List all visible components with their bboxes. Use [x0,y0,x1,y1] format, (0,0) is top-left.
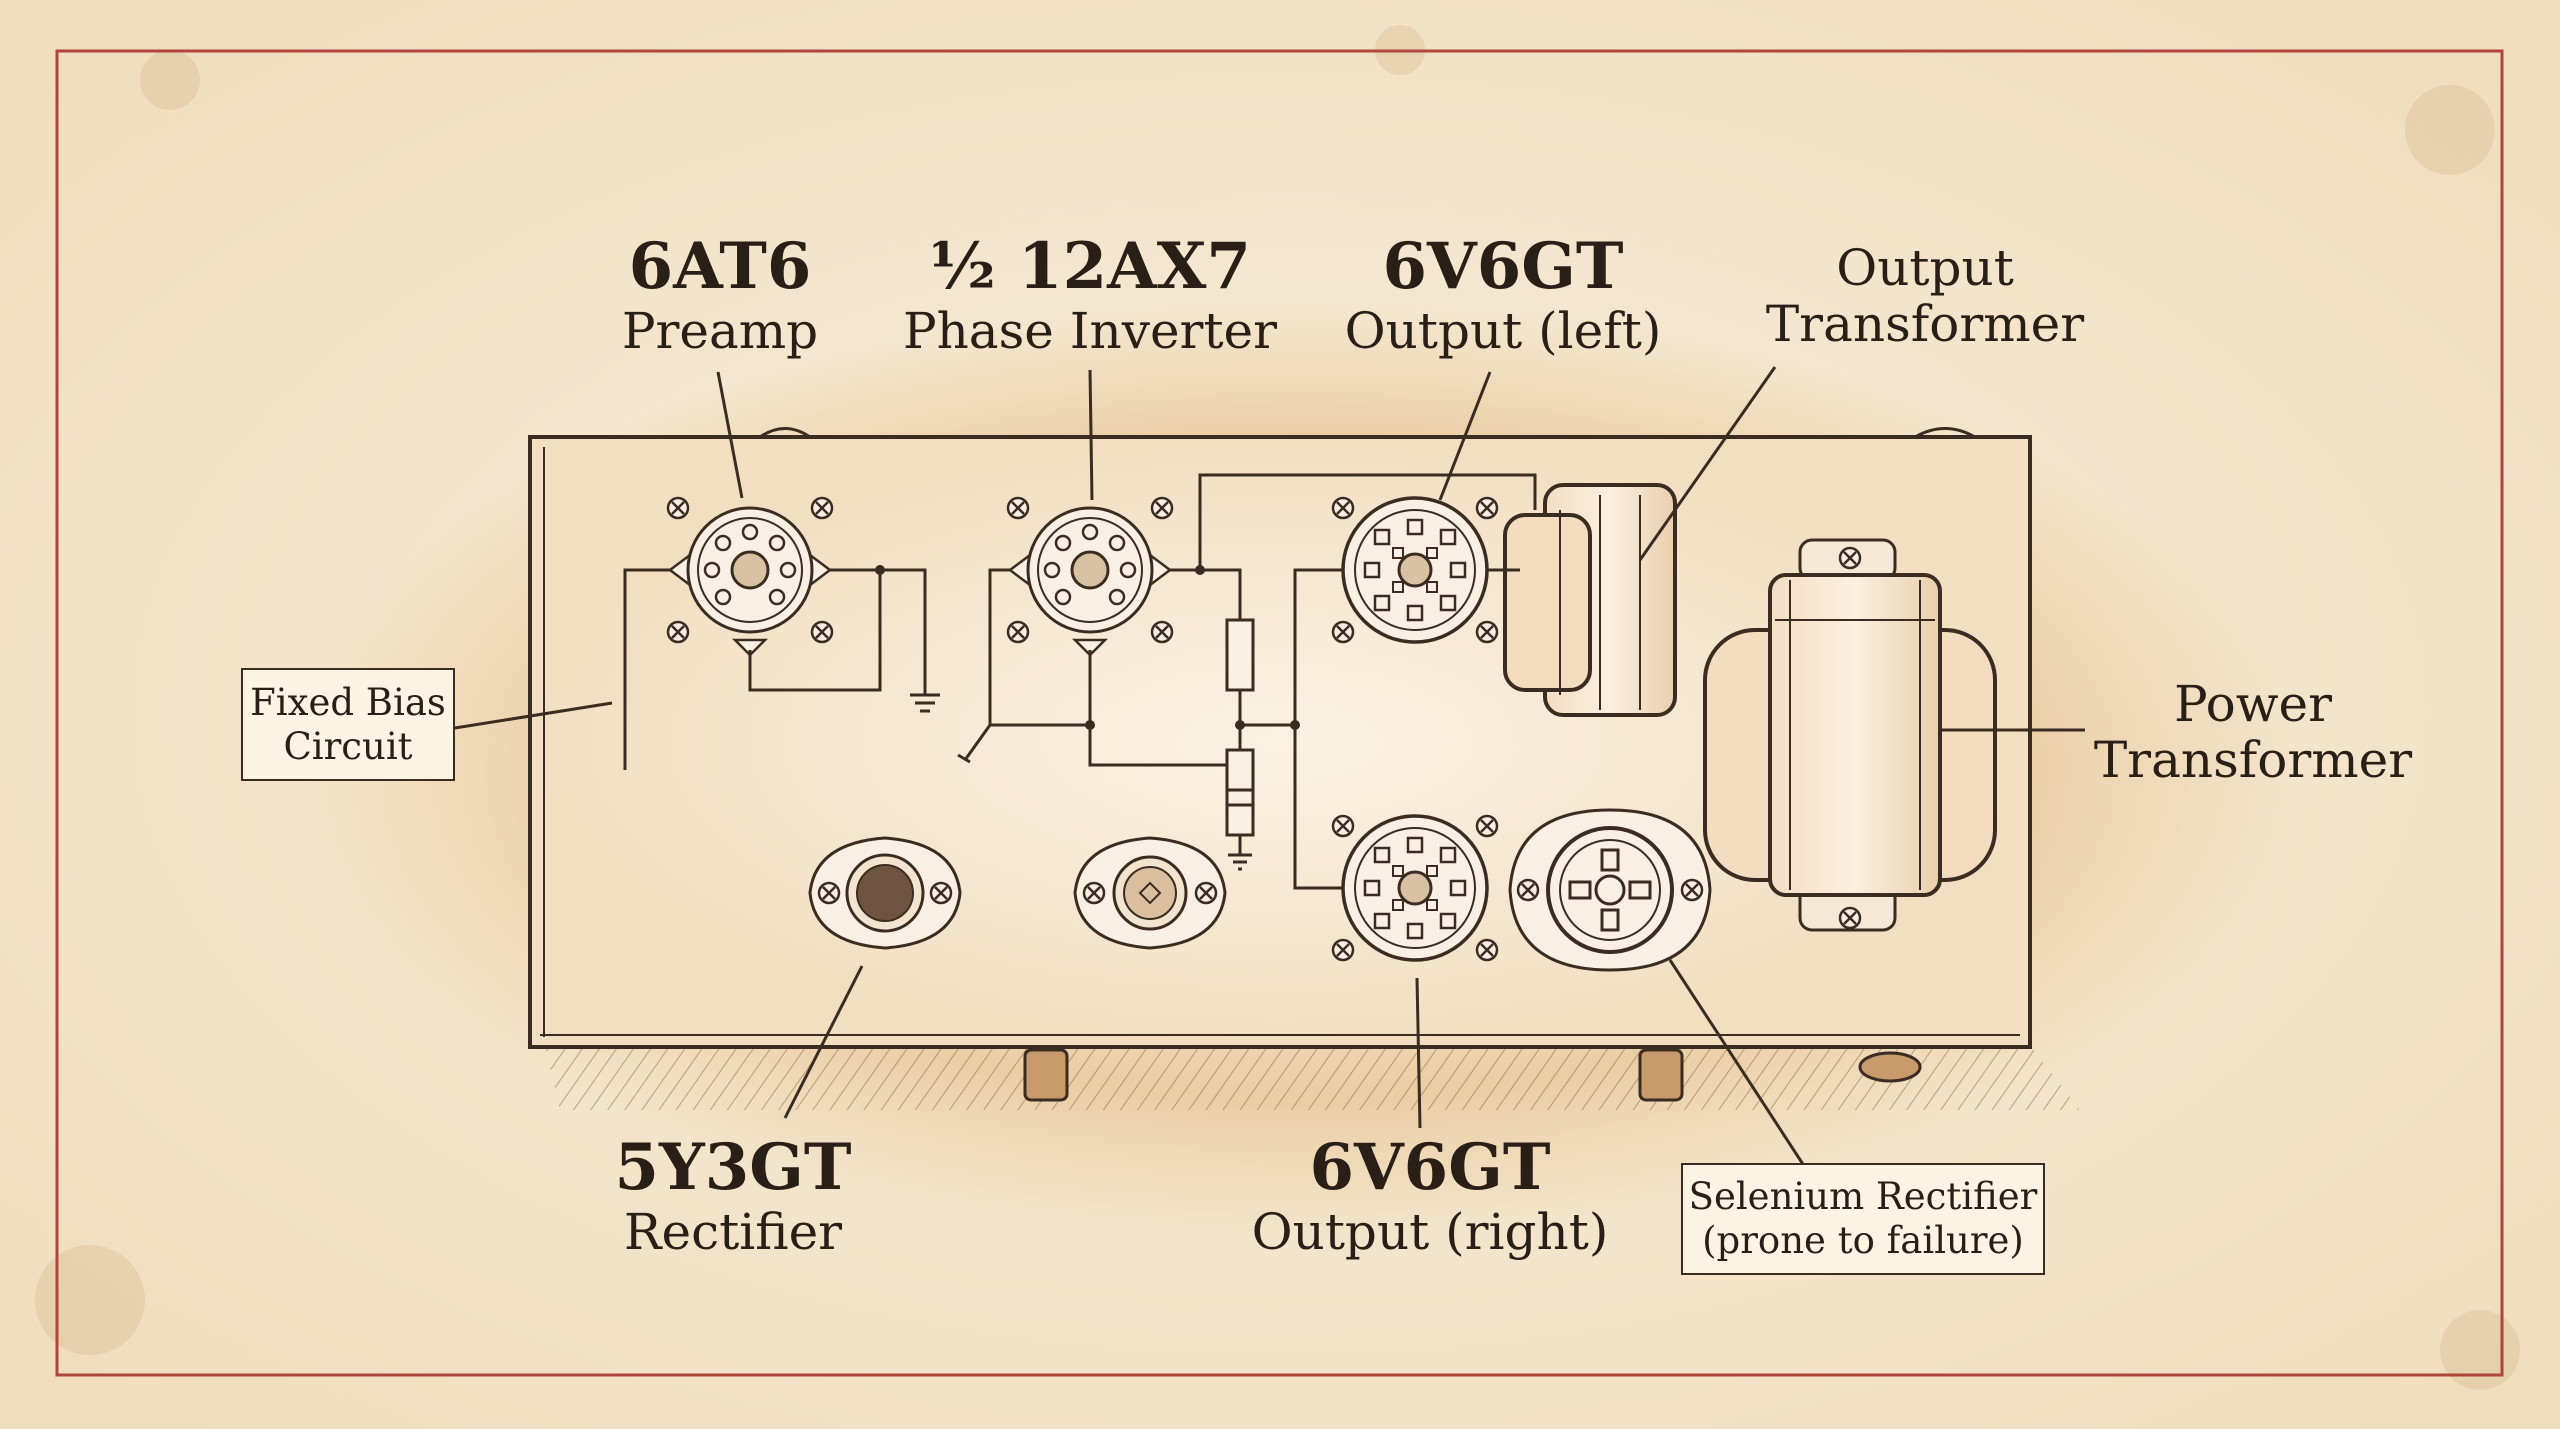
output-right-role: Output (right) [1251,1203,1609,1261]
output-transformer-line2: Transformer [1765,295,2085,353]
output-left-tube-name: 6V6GT [1382,229,1624,304]
output-right-label: 6V6GT Output (right) [1251,1130,1609,1262]
preamp-role: Preamp [621,302,819,360]
output-left-role: Output (left) [1344,302,1662,360]
rectifier-label: 5Y3GT Rectifier [614,1130,852,1262]
output-transformer-icon [1503,483,1677,717]
preamp-socket-icon [666,496,834,657]
phase-inverter-tube-name: ½ 12AX7 [929,229,1251,304]
paper-stains [35,25,2520,1390]
selenium-rectifier-label: Selenium Rectifier (prone to failure) [1681,1163,2045,1275]
wire-junctions [875,565,1300,730]
preamp-label: 6AT6 Preamp [621,229,819,361]
chassis-shadow [545,1045,2080,1110]
red-frame [55,49,2504,1377]
selenium-line1: Selenium Rectifier [1688,1175,2038,1218]
selenium-line2: (prone to failure) [1702,1219,2024,1262]
output-transformer-label: Output Transformer [1766,240,2084,352]
output-right-tube-name: 6V6GT [1309,1130,1551,1205]
leader-lines [454,366,2085,1176]
fixed-bias-line1: Fixed Bias [250,680,446,724]
selenium-rectifier-socket-icon [1508,808,1712,972]
fixed-bias-label: Fixed Bias Circuit [241,668,455,781]
phase-inverter-label: ½ 12AX7 Phase Inverter [902,229,1278,361]
rectifier-tube-name: 5Y3GT [614,1130,852,1205]
power-transformer-icon [1703,538,1997,932]
power-transformer-label: Power Transformer [2094,676,2412,788]
output-transformer-line1: Output [1836,239,2014,297]
power-transformer-line1: Power [2173,675,2332,733]
phase-inverter-role: Phase Inverter [902,302,1278,360]
rectifier-socket-icon [808,836,962,950]
rectifier-role: Rectifier [623,1203,843,1261]
output-left-label: 6V6GT Output (left) [1344,229,1662,361]
preamp-tube-name: 6AT6 [628,229,812,304]
phase-inverter-socket-icon [1006,496,1174,657]
power-transformer-line2: Transformer [2093,731,2413,789]
fixed-bias-line2: Circuit [283,724,413,768]
fuse-holder-icon [1073,836,1227,950]
